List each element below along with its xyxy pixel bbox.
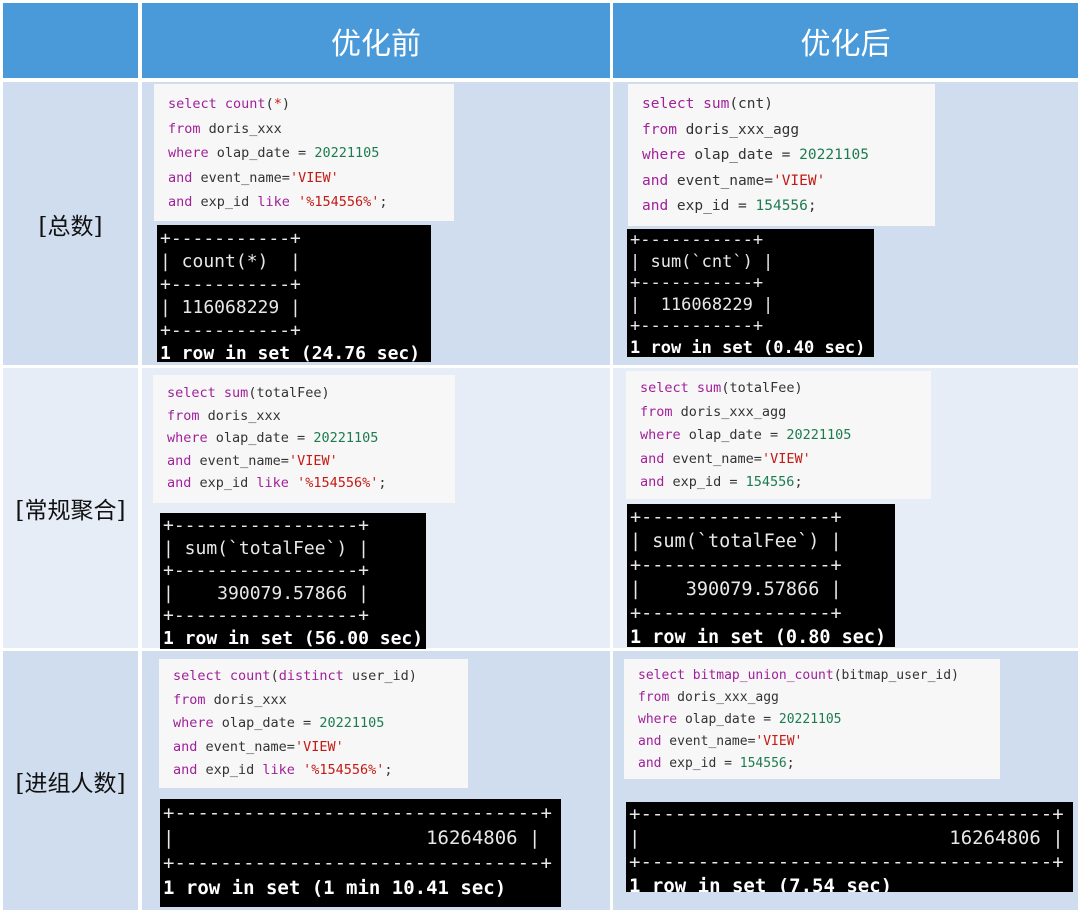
terminal-line: | sum(`totalFee`) | bbox=[163, 537, 369, 559]
header-after: 优化后 bbox=[613, 3, 1078, 78]
terminal-output: +-----------------+ | sum(`totalFee`) | +-… bbox=[627, 504, 895, 647]
terminal-line: +-----------+ bbox=[630, 230, 764, 250]
sql-line: and event_name='VIEW' bbox=[173, 738, 344, 755]
terminal-output: +--------------------------------+ | 1626… bbox=[160, 799, 561, 907]
terminal-line: +-----------------+ bbox=[163, 560, 369, 581]
sql-line: from doris_xxx_agg bbox=[640, 403, 787, 420]
sql-block: select bitmap_union_count(bitmap_user_id… bbox=[624, 659, 1000, 779]
terminal-line: +------------------------------------+ bbox=[629, 803, 1064, 825]
sql-line: select sum(cnt) bbox=[642, 96, 773, 112]
sql-line: where olap_date = 20221105 bbox=[642, 147, 869, 163]
sql-line: where olap_date = 20221105 bbox=[167, 430, 379, 446]
terminal-line: | sum(`cnt`) | bbox=[630, 251, 774, 272]
terminal-line: +-----------+ bbox=[160, 274, 301, 295]
sql-line: where olap_date = 20221105 bbox=[168, 145, 380, 161]
row-label-group-users: [进组人数] bbox=[3, 651, 138, 910]
sql-block: select count(distinct user_id)from doris… bbox=[159, 659, 468, 788]
sql-line: where olap_date = 20221105 bbox=[173, 715, 385, 731]
terminal-line: | 390079.57866 | bbox=[163, 582, 369, 604]
sql-line: from doris_xxx bbox=[167, 407, 281, 424]
terminal-line: +-----------+ bbox=[160, 320, 301, 341]
terminal-output: +-----------+| sum(`cnt`) |+-----------+… bbox=[627, 229, 874, 357]
header-before: 优化前 bbox=[142, 3, 610, 78]
terminal-line: +-----------------+ bbox=[163, 515, 369, 536]
terminal-line: +------------------------------------+ bbox=[629, 851, 1064, 873]
terminal-line: | 390079.57866 | bbox=[630, 579, 842, 600]
timing-footer: 1 row in set (56.00 sec) bbox=[163, 627, 424, 649]
sql-line: and event_name='VIEW' bbox=[640, 450, 811, 467]
sql-line: and exp_id = 154556; bbox=[642, 198, 817, 214]
terminal-output: +-----------------+| sum(`totalFee`) |+-… bbox=[160, 513, 426, 649]
sql-line: and exp_id like '%154556%'; bbox=[167, 475, 387, 491]
sql-line: where olap_date = 20221105 bbox=[638, 712, 842, 727]
terminal-line: | 116068229 | bbox=[160, 297, 301, 318]
timing-footer: 1 row in set (0.40 sec) bbox=[630, 337, 866, 358]
row-label-aggregate: [常规聚合] bbox=[3, 368, 138, 648]
terminal-line: +-----------------+ bbox=[163, 605, 369, 626]
sql-line: select sum(totalFee) bbox=[167, 385, 330, 401]
sql-line: from doris_xxx_agg bbox=[642, 121, 800, 138]
timing-footer: 1 row in set (7.54 sec) bbox=[629, 875, 893, 892]
sql-line: and exp_id = 154556; bbox=[640, 474, 803, 490]
header-corner-cell bbox=[3, 3, 138, 78]
timing-footer: 1 row in set (0.80 sec) bbox=[630, 627, 887, 647]
sql-line: from doris_xxx bbox=[168, 120, 282, 137]
terminal-line: +--------------------------------+ bbox=[163, 852, 552, 874]
sql-line: and exp_id like '%154556%'; bbox=[168, 194, 388, 210]
terminal-line: +-----------------+ bbox=[630, 507, 842, 528]
terminal-line: | 16264806 | bbox=[163, 827, 541, 849]
terminal-line: +-----------------+ bbox=[630, 603, 842, 624]
terminal-line: +--------------------------------+ bbox=[163, 802, 552, 824]
terminal-line: | count(*) | bbox=[160, 251, 301, 272]
sql-line: and event_name='VIEW' bbox=[168, 169, 339, 186]
terminal-line: +-----------------+ bbox=[630, 555, 842, 576]
sql-line: select count(*) bbox=[168, 96, 290, 112]
terminal-line: | 116068229 | bbox=[630, 294, 774, 315]
sql-line: and event_name='VIEW' bbox=[167, 452, 338, 469]
terminal-line: +-----------+ bbox=[630, 273, 764, 293]
timing-footer: 1 row in set (24.76 sec) bbox=[160, 343, 421, 362]
sql-line: and event_name='VIEW' bbox=[642, 172, 826, 189]
sql-line: select count(distinct user_id) bbox=[173, 668, 417, 684]
sql-line: from doris_xxx bbox=[173, 691, 287, 708]
sql-line: from doris_xxx_agg bbox=[638, 690, 779, 705]
sql-line: where olap_date = 20221105 bbox=[640, 427, 852, 443]
terminal-line: | 16264806 | bbox=[629, 827, 1064, 849]
sql-line: select bitmap_union_count(bitmap_user_id… bbox=[638, 668, 959, 683]
terminal-line: | sum(`totalFee`) | bbox=[630, 531, 842, 552]
row-label-total: [总数] bbox=[3, 82, 138, 365]
terminal-output: +-----------+| count(*) |+-----------+| … bbox=[157, 225, 431, 362]
sql-line: and exp_id = 154556; bbox=[638, 756, 795, 771]
sql-line: select sum(totalFee) bbox=[640, 380, 803, 396]
terminal-line: +-----------+ bbox=[630, 316, 764, 336]
terminal-line: +-----------+ bbox=[160, 228, 301, 249]
timing-footer: 1 row in set (1 min 10.41 sec) bbox=[163, 877, 507, 899]
sql-line: and exp_id like '%154556%'; bbox=[173, 762, 393, 778]
sql-line: and event_name='VIEW' bbox=[638, 734, 803, 749]
terminal-output: +------------------------------------+| … bbox=[626, 802, 1073, 892]
